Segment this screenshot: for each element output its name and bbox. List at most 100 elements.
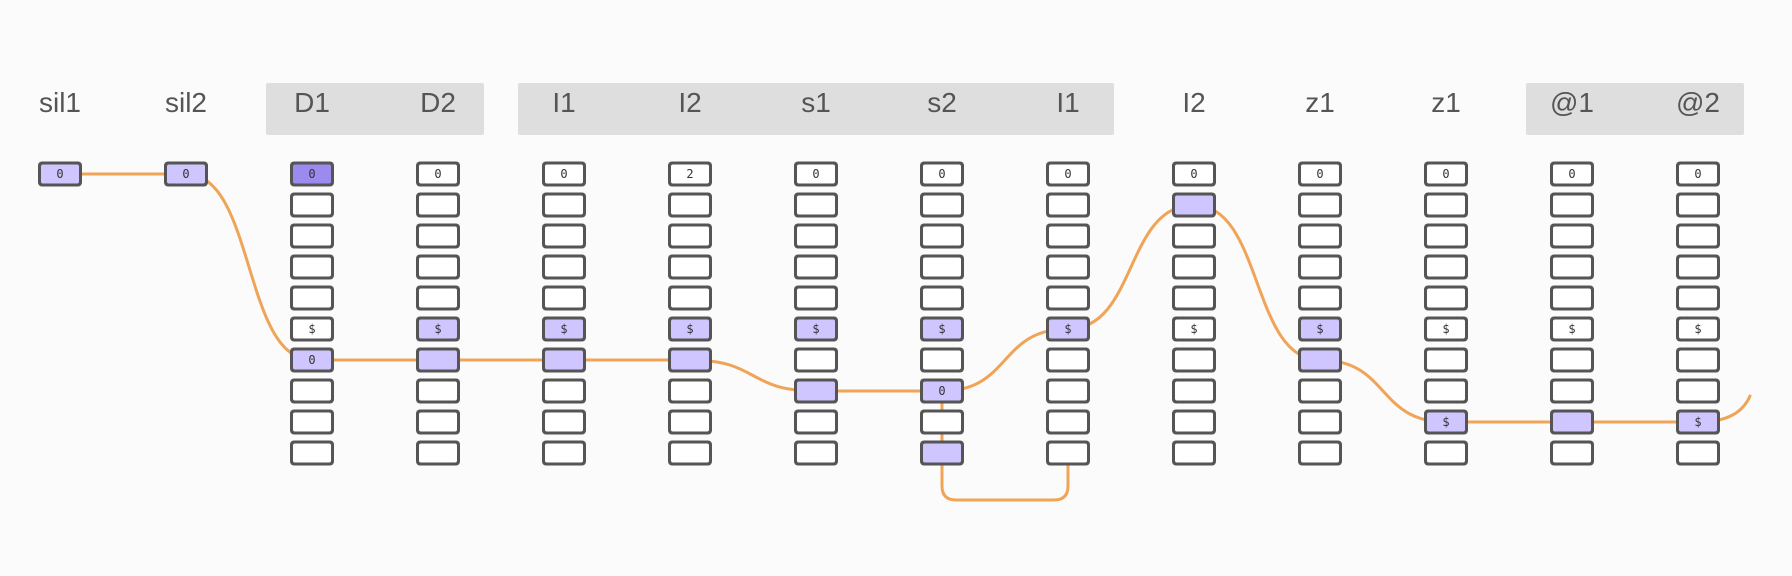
state-cell bbox=[1676, 285, 1720, 311]
cell-fill bbox=[1553, 350, 1591, 370]
cell-value: 0 bbox=[938, 384, 945, 398]
cell-value: $ bbox=[938, 322, 945, 336]
cell-fill bbox=[1553, 443, 1591, 463]
cell-fill bbox=[797, 257, 835, 277]
state-cell bbox=[1172, 378, 1216, 404]
cell-fill bbox=[293, 412, 331, 432]
cell-value: $ bbox=[1316, 322, 1323, 336]
column-label: s2 bbox=[927, 87, 957, 118]
state-cell: $ bbox=[668, 316, 712, 342]
cell-value: $ bbox=[1442, 322, 1449, 336]
cell-fill bbox=[671, 164, 709, 184]
cell-value: $ bbox=[812, 322, 819, 336]
cell-fill bbox=[1301, 195, 1339, 215]
state-column: 0$$ bbox=[1424, 161, 1468, 466]
state-cell bbox=[1424, 285, 1468, 311]
state-cell bbox=[794, 378, 838, 404]
cell-fill bbox=[671, 257, 709, 277]
cell-fill bbox=[797, 319, 835, 339]
cell-fill bbox=[1049, 226, 1087, 246]
state-cell bbox=[416, 254, 460, 280]
state-cell bbox=[416, 192, 460, 218]
state-cell: 0 bbox=[794, 161, 838, 187]
cell-fill bbox=[545, 350, 583, 370]
cell-fill bbox=[419, 443, 457, 463]
cell-value: $ bbox=[560, 322, 567, 336]
state-cell bbox=[416, 378, 460, 404]
cell-fill bbox=[419, 350, 457, 370]
state-cell: 0 bbox=[920, 378, 964, 404]
cell-fill bbox=[797, 381, 835, 401]
cell-fill bbox=[545, 412, 583, 432]
state-cell bbox=[1046, 254, 1090, 280]
state-cell bbox=[542, 378, 586, 404]
cell-value: $ bbox=[308, 322, 315, 336]
state-cell bbox=[920, 192, 964, 218]
state-cell bbox=[920, 347, 964, 373]
state-column: 0 $ $ bbox=[1676, 161, 1720, 466]
cell-value: $ bbox=[1694, 322, 1701, 336]
state-cell bbox=[1046, 223, 1090, 249]
cell-fill bbox=[1427, 443, 1465, 463]
cell-value: 0 bbox=[1316, 167, 1323, 181]
state-cell bbox=[668, 223, 712, 249]
state-cell bbox=[290, 192, 334, 218]
state-cell bbox=[1424, 378, 1468, 404]
state-column: 0$ bbox=[1046, 161, 1090, 466]
state-cell bbox=[542, 223, 586, 249]
column-label: @2 bbox=[1676, 87, 1720, 118]
cell-value: $ bbox=[434, 322, 441, 336]
cell-value: 0 bbox=[938, 167, 945, 181]
state-cell bbox=[794, 285, 838, 311]
state-cell bbox=[290, 254, 334, 280]
state-cell bbox=[1676, 347, 1720, 373]
state-cell bbox=[1676, 223, 1720, 249]
cell-fill bbox=[1175, 195, 1213, 215]
state-cell bbox=[668, 378, 712, 404]
cell-fill bbox=[671, 226, 709, 246]
cell-fill bbox=[1679, 288, 1717, 308]
alignment-loop-line bbox=[940, 389, 1070, 502]
state-cell: $ bbox=[542, 316, 586, 342]
state-cell bbox=[416, 440, 460, 466]
state-cell bbox=[416, 409, 460, 435]
column-label: sil1 bbox=[39, 87, 81, 118]
cell-fill bbox=[293, 195, 331, 215]
cell-value: 0 bbox=[1694, 167, 1701, 181]
cell-fill bbox=[1427, 288, 1465, 308]
state-cell bbox=[1424, 347, 1468, 373]
state-cell bbox=[1046, 409, 1090, 435]
cell-value: $ bbox=[1694, 415, 1701, 429]
state-cell bbox=[1298, 254, 1342, 280]
state-cell bbox=[1046, 347, 1090, 373]
state-cell bbox=[542, 347, 586, 373]
cell-fill bbox=[419, 288, 457, 308]
state-cell bbox=[1550, 223, 1594, 249]
cell-fill bbox=[1301, 443, 1339, 463]
column-label: sil2 bbox=[165, 87, 207, 118]
cell-fill bbox=[1049, 195, 1087, 215]
cell-fill bbox=[923, 350, 961, 370]
cell-fill bbox=[1679, 195, 1717, 215]
cell-fill bbox=[545, 164, 583, 184]
cell-fill bbox=[923, 164, 961, 184]
cell-fill bbox=[1679, 412, 1717, 432]
state-cell: $ bbox=[1550, 316, 1594, 342]
cell-fill bbox=[545, 226, 583, 246]
cell-fill bbox=[293, 257, 331, 277]
state-cell bbox=[1298, 347, 1342, 373]
column-label: I2 bbox=[1182, 87, 1205, 118]
state-column: 0$ bbox=[416, 161, 460, 466]
cell-value: 0 bbox=[182, 167, 189, 181]
cell-fill bbox=[41, 164, 79, 184]
cell-fill bbox=[797, 288, 835, 308]
state-cell bbox=[1676, 440, 1720, 466]
cell-value: 0 bbox=[812, 167, 819, 181]
state-cell: 0 bbox=[1676, 161, 1720, 187]
cell-value: 0 bbox=[1442, 167, 1449, 181]
cell-fill bbox=[923, 257, 961, 277]
cell-value: $ bbox=[1064, 322, 1071, 336]
cell-fill bbox=[545, 443, 583, 463]
state-cell bbox=[1676, 192, 1720, 218]
cell-fill bbox=[1175, 350, 1213, 370]
